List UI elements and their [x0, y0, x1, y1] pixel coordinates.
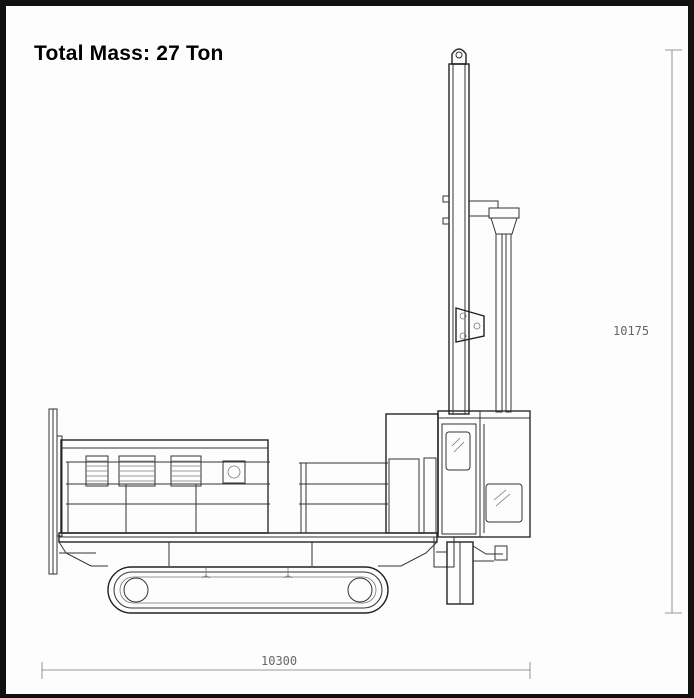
crawler-track: [107, 566, 389, 614]
length-dimension: 10300: [41, 654, 531, 679]
total-mass-title: Total Mass: 27 Ton: [34, 42, 224, 65]
mast-foot: [433, 536, 508, 605]
height-dimension-label: 10175: [613, 324, 649, 338]
engine-housing: [60, 439, 270, 534]
front-stabilizer: [48, 408, 63, 575]
rear-railing: [299, 462, 388, 533]
drill-rig-drawing: 10175 10300: [41, 48, 682, 679]
operator-cab: [385, 410, 531, 538]
height-dimension: 10175: [613, 49, 682, 614]
chassis-frame: [58, 532, 438, 567]
length-dimension-label: 10300: [261, 654, 297, 668]
drill-mast: [442, 48, 520, 415]
